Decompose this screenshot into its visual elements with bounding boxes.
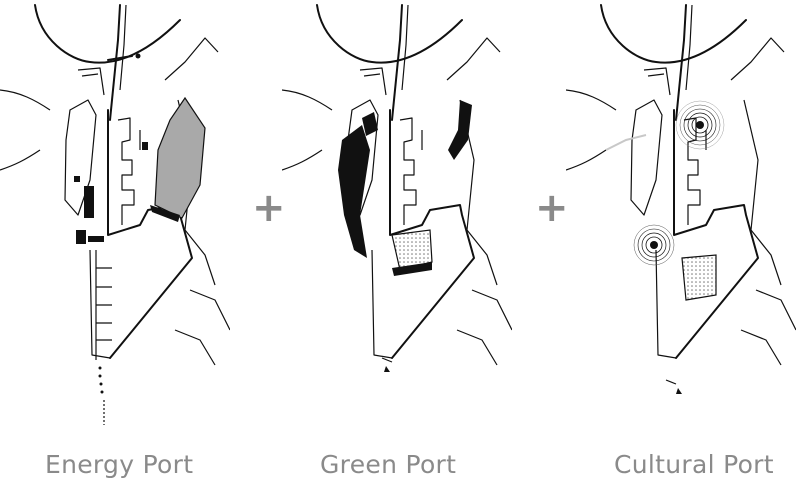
plus-icon: + bbox=[252, 185, 286, 231]
caption-energy-port: Energy Port bbox=[45, 450, 194, 479]
green-port-map bbox=[282, 4, 512, 372]
cultural-port-panel bbox=[566, 0, 796, 440]
energy-port-map bbox=[0, 4, 230, 425]
energy-port-panel bbox=[0, 0, 230, 440]
concentric-rings-icon bbox=[675, 100, 725, 150]
cultural-port-map bbox=[566, 4, 796, 394]
plus-icon: + bbox=[535, 185, 569, 231]
concentric-rings-icon bbox=[633, 224, 675, 266]
caption-green-port: Green Port bbox=[320, 450, 457, 479]
caption-cultural-port: Cultural Port bbox=[614, 450, 774, 479]
green-port-panel bbox=[282, 0, 512, 440]
